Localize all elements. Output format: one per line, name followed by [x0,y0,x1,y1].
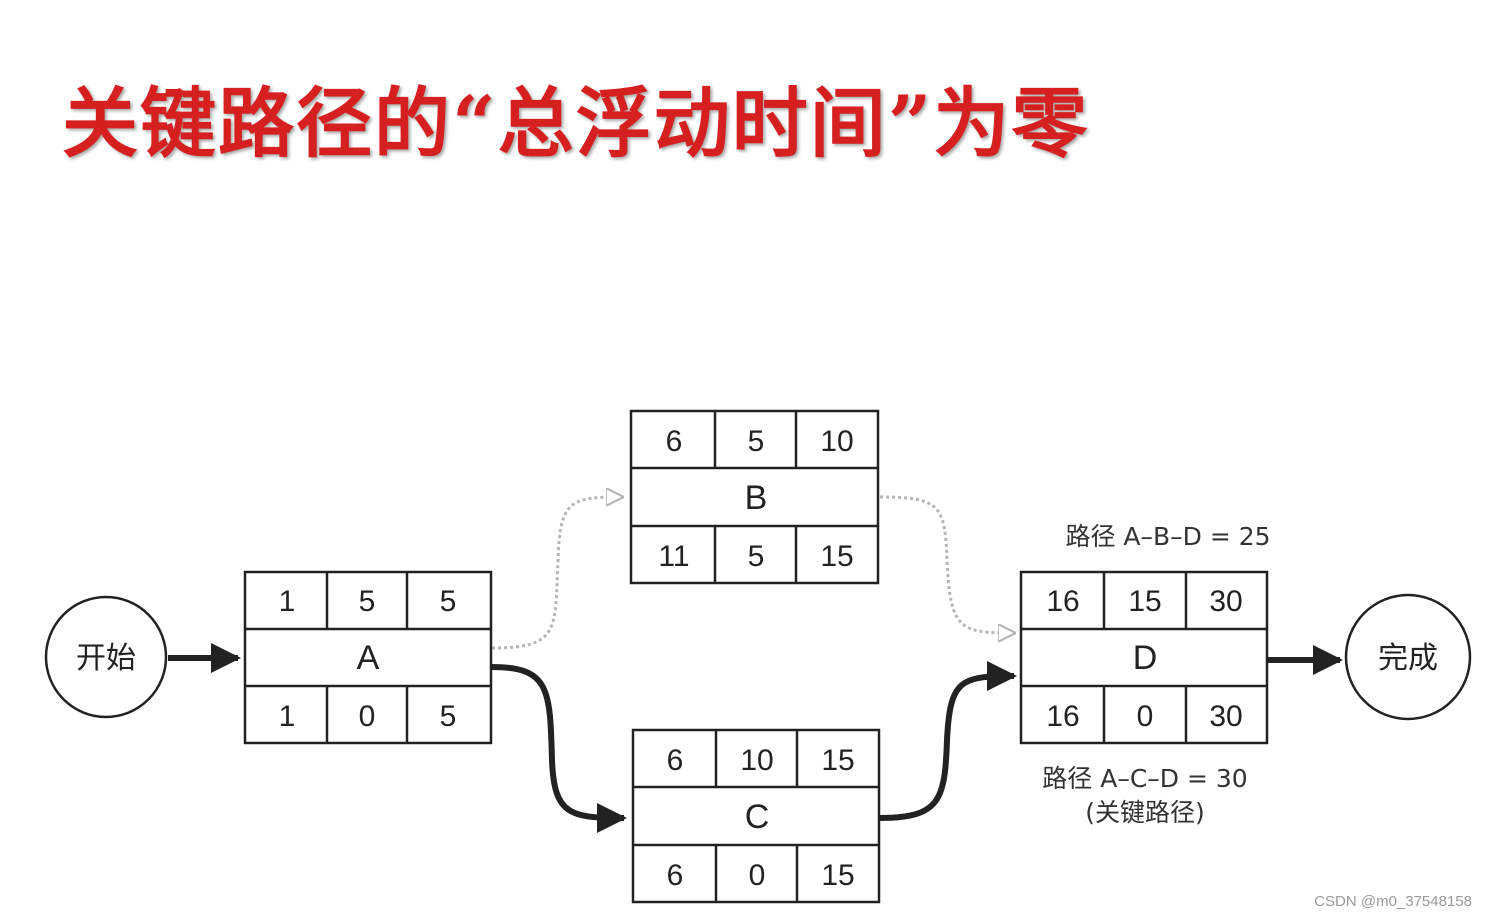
end-label: 完成 [1378,641,1438,676]
edge-a-c [491,664,627,833]
node-c-float: 0 [749,859,766,892]
node-d-name: D [1133,639,1158,677]
critical-path-note: (关键路径) [1085,798,1205,827]
node-c-early-finish: 15 [821,744,854,777]
node-b-name: B [745,479,768,517]
node-d-late-finish: 30 [1209,700,1242,733]
node-b-duration: 5 [748,425,765,458]
activity-node-d: 16 15 30 D 16 0 30 [1019,570,1269,745]
node-d-early-finish: 30 [1209,585,1242,618]
activity-node-b: 6 5 10 B 11 5 15 [629,409,880,585]
page-title: 关键路径的“总浮动时间”为零 [62,79,1090,168]
node-a-float: 0 [359,700,376,733]
node-b-float: 5 [748,540,765,573]
activity-node-a: 1 5 5 A 1 0 5 [243,570,493,745]
start-label: 开始 [76,641,136,676]
node-b-early-start: 6 [666,425,683,458]
node-c-duration: 10 [740,744,773,777]
start-node: 开始 [44,595,168,719]
node-b-late-finish: 15 [820,540,853,573]
node-d-early-start: 16 [1046,585,1079,618]
node-d-duration: 15 [1128,585,1161,618]
node-d-float: 0 [1137,700,1154,733]
path-acd-label: 路径 A–C–D = 30 [1042,764,1247,793]
node-c-late-start: 6 [667,859,684,892]
node-a-early-finish: 5 [440,585,457,618]
watermark: CSDN @m0_37548158 [1314,893,1472,910]
node-a-early-start: 1 [279,585,296,618]
path-abd-label: 路径 A–B–D = 25 [1065,522,1270,551]
node-a-late-start: 1 [279,700,296,733]
edge-a-b [491,497,622,650]
activity-node-c: 6 10 15 C 6 0 15 [631,728,881,904]
node-a-duration: 5 [359,585,376,618]
node-c-early-start: 6 [667,744,684,777]
node-b-early-finish: 10 [820,425,853,458]
end-node: 完成 [1344,593,1472,721]
node-b-late-start: 11 [658,540,689,573]
node-a-name: A [357,639,380,677]
node-a-late-finish: 5 [440,700,457,733]
edge-c-d [879,661,1017,821]
edge-b-d [879,495,1014,633]
edges [168,495,1343,833]
node-c-name: C [745,798,770,836]
node-d-late-start: 16 [1046,700,1079,733]
node-c-late-finish: 15 [821,859,854,892]
